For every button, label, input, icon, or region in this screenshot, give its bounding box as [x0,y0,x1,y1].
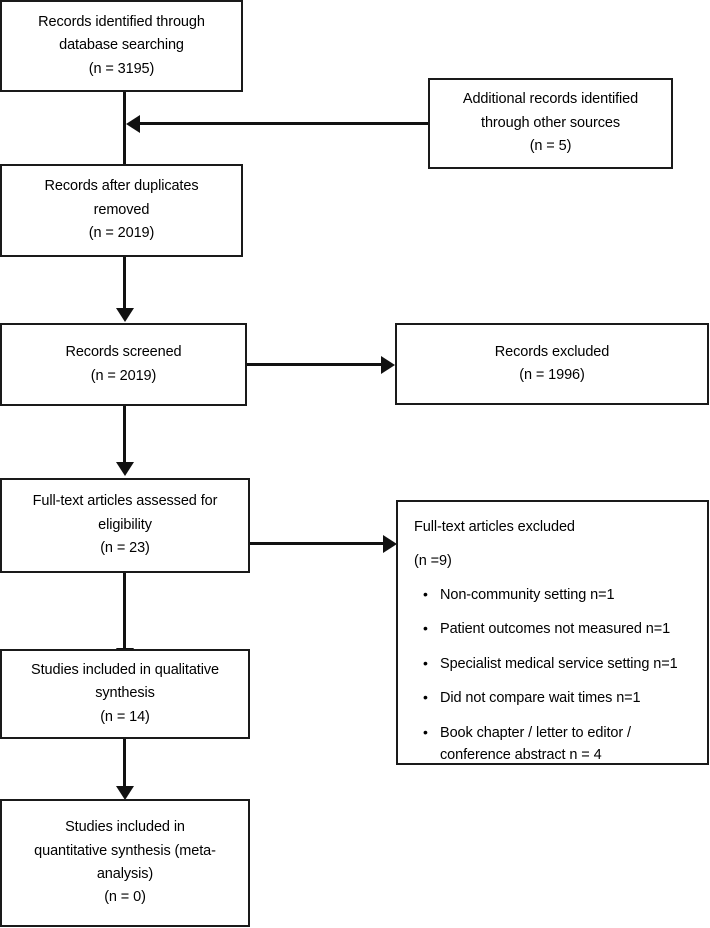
records-excluded-line-2: (n = 1996) [519,367,585,383]
connector-duplicates-to-screened [123,256,126,310]
duplicates-line-2: removed [93,201,150,218]
list-item: • Specialist medical service setting n=1 [423,653,697,675]
arrowhead-qualitative-to-quantitative [115,786,134,800]
reason-text: Book chapter / letter to editor / confer… [440,724,631,764]
connector-screened-to-fulltext [123,406,126,464]
screened-line-1: Records screened [65,344,182,361]
reason-text: Did not compare wait times n=1 [440,690,641,707]
arrowhead-additional-to-merge [126,114,140,133]
studies-quantitative-box: Studies included in quantitative synthes… [0,799,250,927]
list-item: • Patient outcomes not measured n=1 [423,618,697,640]
records-excluded-box: Records excluded (n = 1996) [395,323,709,405]
bullet-icon: • [423,723,428,740]
records-identified-line-3: (n = 3195) [88,60,155,77]
list-item: • Non-community setting n=1 [423,584,697,606]
bullet-icon: • [423,689,428,706]
additional-records-line-3: (n = 5) [529,138,572,155]
records-screened-box: Records screened (n = 2019) [0,323,247,406]
duplicates-line-3: (n = 2019) [88,225,155,242]
arrowhead-screened-to-excluded [381,355,395,374]
qualitative-line-3: (n = 14) [100,708,150,725]
qualitative-line-2: synthesis [95,685,155,702]
arrowhead-fulltext-to-excluded [383,534,397,553]
bullet-icon: • [423,620,428,637]
arrowhead-screened-to-fulltext [115,462,134,476]
connector-fulltext-to-excluded [250,542,384,545]
studies-qualitative-box: Studies included in qualitative synthesi… [0,649,250,739]
records-identified-database-box: Records identified through database sear… [0,0,243,92]
records-excluded-line-1: Records excluded [494,343,610,360]
bullet-icon: • [423,654,428,671]
connector-screened-to-excluded [246,363,382,366]
fulltext-assessed-line-2: eligibility [98,516,152,533]
connector-fulltext-to-qualitative [123,572,126,650]
records-identified-line-2: database searching [59,37,184,54]
fulltext-excluded-heading: Full-text articles excluded [414,519,575,535]
full-text-excluded-box: Full-text articles excluded (n =9) • Non-… [396,500,709,765]
quantitative-line-2: quantitative synthesis (meta- [34,842,216,859]
qualitative-line-1: Studies included in qualitative [31,661,219,678]
reason-text: Patient outcomes not measured n=1 [440,621,671,638]
reason-text: Specialist medical service setting n=1 [440,655,678,672]
duplicates-line-1: Records after duplicates [44,178,199,195]
additional-records-line-2: through other sources [481,114,620,131]
arrowhead-duplicates-to-screened [115,308,134,322]
additional-records-line-1: Additional records identified [462,91,639,108]
connector-qualitative-to-quantitative [123,738,126,788]
list-item: • Book chapter / letter to editor / confe… [423,722,697,767]
connector-additional-to-merge [140,122,428,125]
quantitative-line-4: (n = 0) [104,889,146,906]
quantitative-line-3: analysis) [96,866,154,882]
records-after-duplicates-box: Records after duplicates removed (n = 20… [0,164,243,257]
full-text-assessed-box: Full-text articles assessed for eligibil… [0,478,250,573]
fulltext-assessed-line-3: (n = 23) [100,540,150,557]
fulltext-excluded-count: (n =9) [414,553,452,570]
additional-records-box: Additional records identified through ot… [428,78,673,169]
reason-text: Non-community setting n=1 [440,586,615,603]
quantitative-line-1: Studies included in [65,819,185,836]
records-identified-line-1: Records identified through [38,13,205,30]
bullet-icon: • [423,585,428,602]
fulltext-assessed-line-1: Full-text articles assessed for [32,493,218,510]
fulltext-excluded-reason-list: • Non-community setting n=1 • Patient outc… [414,584,697,767]
screened-line-2: (n = 2019) [90,367,157,384]
list-item: • Did not compare wait times n=1 [423,687,697,709]
